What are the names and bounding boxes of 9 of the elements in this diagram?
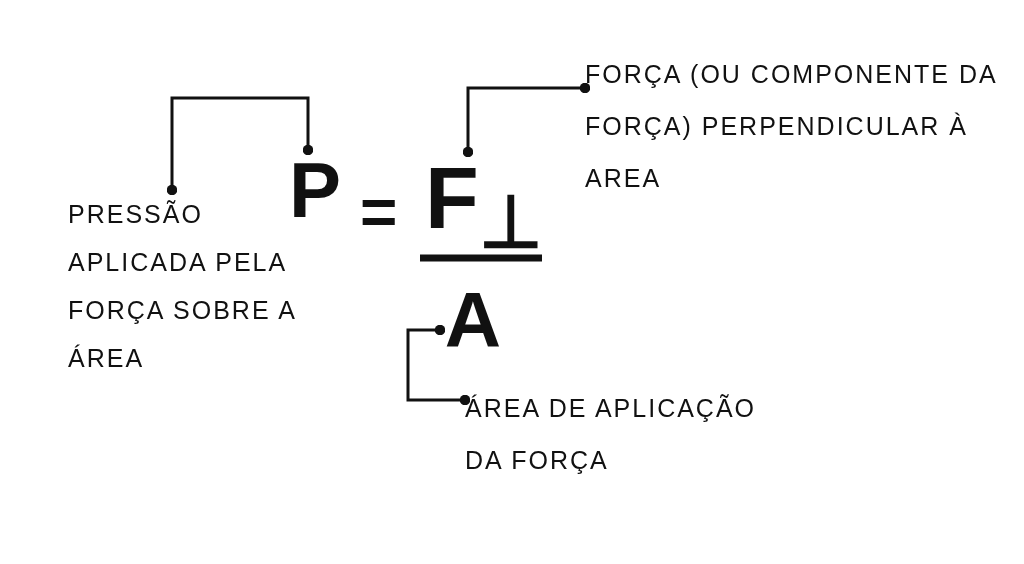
annotation-text: FORÇA (OU COMPONENTE DA FORÇA) PERPENDICULAR À AREA (585, 60, 997, 192)
leader-line (166, 96, 314, 196)
leader-line (406, 324, 471, 406)
equals-sign: = (360, 180, 398, 244)
formula-symbol: F$_{⊥}$ (425, 148, 543, 247)
formula-symbol: A (444, 276, 502, 364)
formula-symbol: P (289, 146, 341, 234)
leader-line (462, 82, 591, 158)
annotation-text: ÁREA DE APLICAÇÃO DA FORÇA (465, 394, 757, 474)
